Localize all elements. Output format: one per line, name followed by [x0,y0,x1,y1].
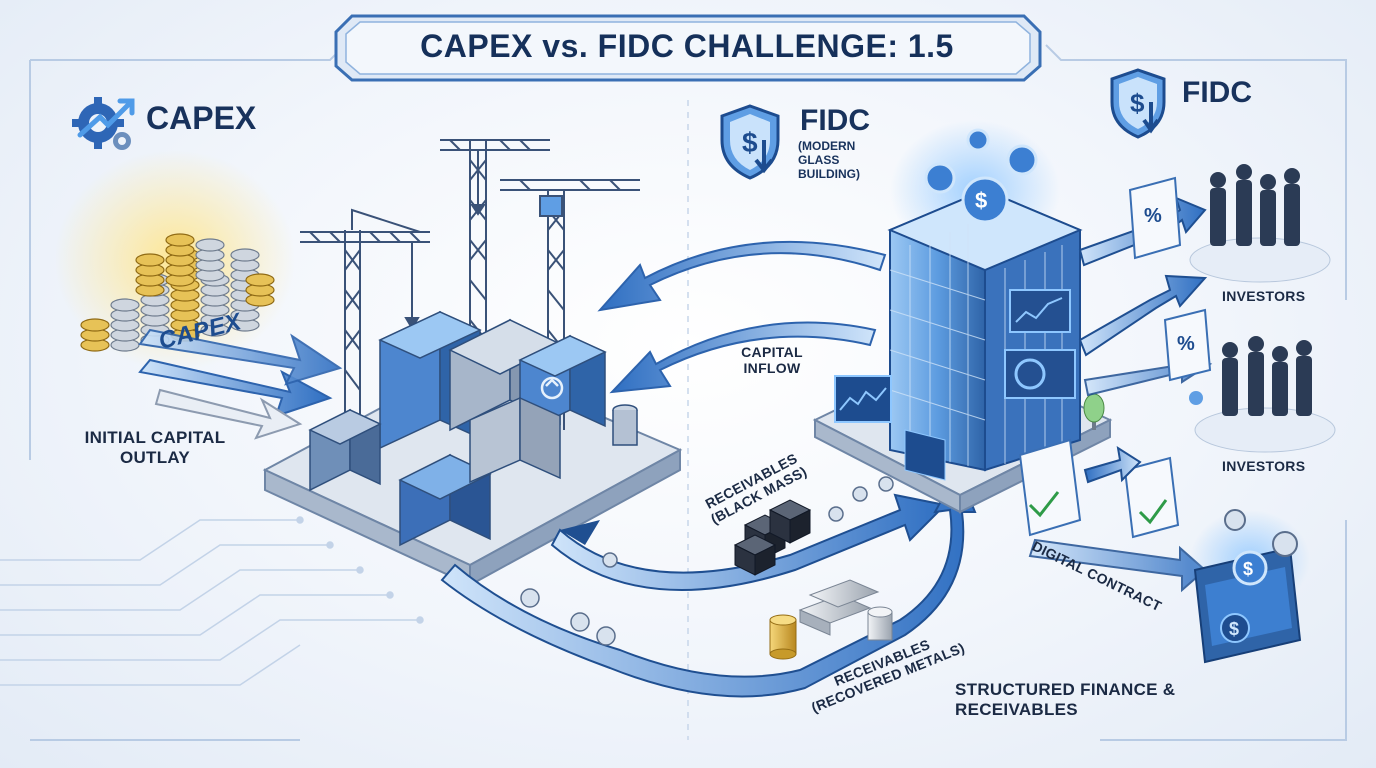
svg-text:$: $ [1130,88,1145,118]
svg-text:%: % [1144,205,1162,227]
page-title: CAPEX vs. FIDC CHALLENGE: 1.5 [420,28,954,64]
shield-dollar-icon-right: $ [1110,68,1166,139]
investors-top-label: INVESTORS [1222,288,1306,304]
certificate-docs: % % [1128,176,1212,405]
fidc-mid-subheader: (MODERN GLASS BUILDING) [798,139,860,181]
capital-inflow-arrows [597,240,887,394]
capex-header: CAPEX [146,100,257,136]
title-banner: CAPEX vs. FIDC CHALLENGE: 1.5 [336,14,1038,78]
coin [110,298,140,312]
investor-group-top [1189,164,1331,283]
gear-growth-icon [72,97,135,150]
initial-capital-label: INITIAL CAPITAL OUTLAY [84,428,226,467]
investors-bottom-label: INVESTORS [1222,458,1306,474]
coin [230,248,260,262]
coin [245,273,275,287]
gold-coin-stack [769,614,797,660]
svg-text:$: $ [1243,559,1253,579]
fidc-right-header: FIDC [1182,76,1252,109]
capex-arrows [138,328,343,440]
black-mass-cubes [733,499,812,576]
coin-stacks [55,150,295,370]
svg-text:$: $ [1229,619,1239,639]
coin [135,253,165,267]
coin [195,238,225,252]
coin-dollar: $ [975,188,987,213]
floating-coins [924,128,1038,224]
recycle-icon [540,376,564,400]
recovered-metals [769,579,893,660]
chart-screen [1009,289,1071,333]
digital-contracts [1018,438,1207,593]
capital-inflow-label: CAPITAL INFLOW [741,344,803,377]
flow-coins [520,476,894,646]
title-banner-shape [334,14,1042,82]
coin [165,233,195,247]
silver-coin-stack [867,606,893,641]
svg-text:%: % [1177,333,1195,355]
coin [80,318,110,332]
circuit-lines [0,516,424,686]
investor-group-bottom [1194,336,1336,453]
svg-text:$: $ [742,127,758,158]
wallet-icon: $ $ [1190,509,1310,664]
shield-dollar-icon-mid: $ [720,104,780,180]
fidc-mid-header: FIDC [800,104,870,137]
structured-finance-label: STRUCTURED FINANCE & RECEIVABLES [955,680,1176,719]
ticker-screen [834,375,892,423]
